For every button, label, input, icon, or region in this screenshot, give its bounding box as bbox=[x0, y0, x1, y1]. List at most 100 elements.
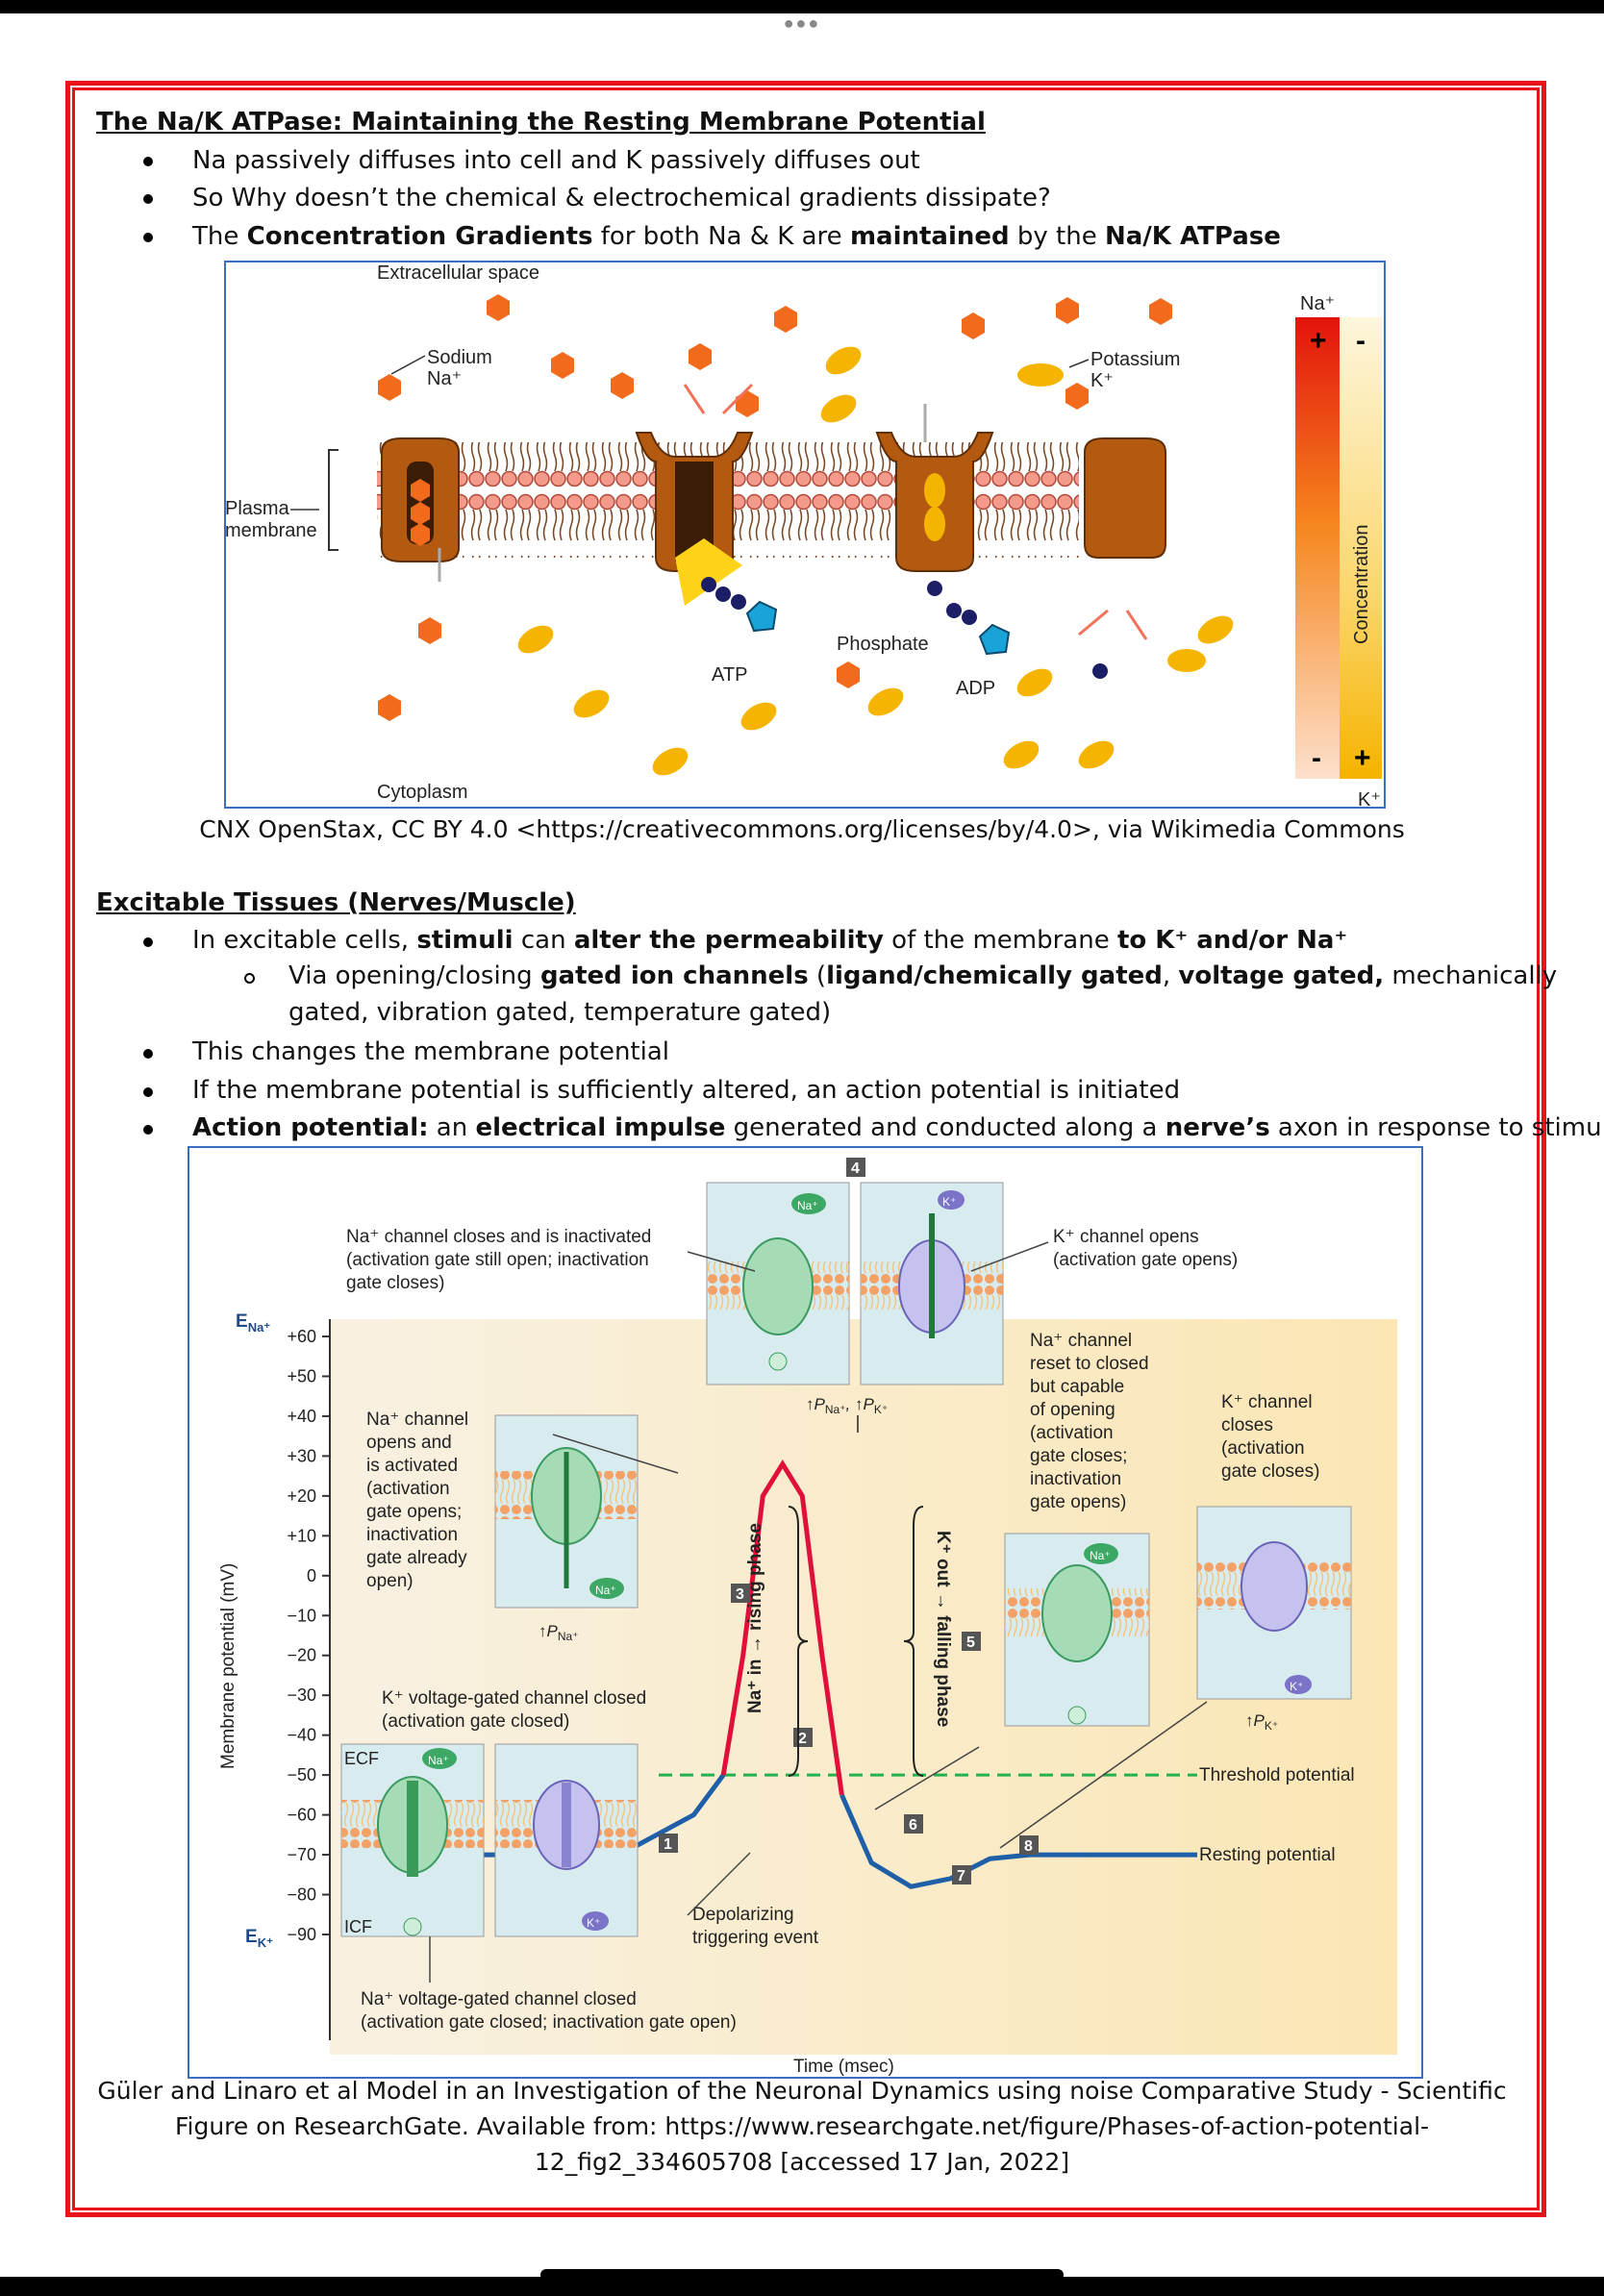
text-run: , bbox=[1162, 961, 1179, 990]
y-tick-label: +50 bbox=[287, 1366, 316, 1385]
text-run: Via opening/closing bbox=[288, 961, 540, 990]
text-run: Na/K ATPase bbox=[1105, 222, 1281, 251]
resting-label: Resting potential bbox=[1199, 1845, 1336, 1865]
section2-bullet-2: This changes the membrane potential bbox=[192, 1037, 669, 1066]
text-run: for both Na & K are bbox=[592, 222, 850, 251]
bullet-dot bbox=[143, 1087, 153, 1097]
y-tick-label: −50 bbox=[287, 1765, 316, 1784]
k-ion-badge: K⁺ bbox=[587, 1916, 600, 1930]
y-ticks: +60+50+40+30+20+100−10−20−30−40−50−60−70… bbox=[287, 1327, 330, 1944]
sodium-symbol: Na⁺ bbox=[427, 368, 462, 389]
ann-k-closed: K⁺ voltage-gated channel closed(activati… bbox=[382, 1688, 646, 1732]
step-4: 4 bbox=[851, 1160, 860, 1177]
home-indicator[interactable] bbox=[540, 2269, 1064, 2281]
atp-label: ATP bbox=[712, 664, 747, 686]
membrane-label: membrane bbox=[225, 520, 317, 541]
k-minus: - bbox=[1356, 325, 1366, 357]
window-dots-icon[interactable]: ●●● bbox=[783, 13, 821, 33]
section2-bullet-4: Action potential: an electrical impulse … bbox=[192, 1113, 1604, 1142]
panel-na-inactivated: Na⁺ bbox=[706, 1182, 850, 1385]
text-run: electrical impulse bbox=[475, 1113, 726, 1142]
na-ion-badge: Na⁺ bbox=[428, 1754, 449, 1767]
k-plus: + bbox=[1354, 742, 1371, 774]
section2-title: Excitable Tissues (Nerves/Muscle) bbox=[96, 888, 576, 917]
adp-label: ADP bbox=[956, 678, 995, 699]
concentration-label: Concentration bbox=[1351, 524, 1372, 644]
text-run: voltage gated, bbox=[1178, 961, 1385, 990]
k-ion-badge: K⁺ bbox=[1290, 1680, 1303, 1693]
na-concentration-bar bbox=[1295, 317, 1340, 779]
sodium-ions bbox=[378, 294, 1172, 721]
e-k-label: EK⁺ bbox=[245, 1927, 273, 1950]
sub-bullet-circle bbox=[244, 973, 255, 984]
k-ion-badge: K⁺ bbox=[942, 1195, 956, 1209]
ann-k-opens: K⁺ channel opens(activation gate opens) bbox=[1053, 1227, 1238, 1270]
extracellular-label: Extracellular space bbox=[377, 262, 539, 284]
y-tick-label: +30 bbox=[287, 1446, 316, 1465]
step-5: 5 bbox=[966, 1635, 975, 1651]
ap-curve-spike bbox=[720, 1459, 844, 1796]
y-tick-label: 0 bbox=[307, 1566, 316, 1585]
potassium-label: Potassium bbox=[1090, 349, 1180, 370]
pump-state-3 bbox=[875, 432, 994, 572]
cytoplasm-label: Cytoplasm bbox=[377, 782, 467, 803]
panel-resting-k: K⁺ bbox=[494, 1743, 639, 1937]
icf-label: ICF bbox=[344, 1917, 372, 1936]
falling-phase-label: K⁺ out → falling phase bbox=[933, 1531, 953, 1727]
text-run: Action potential: bbox=[192, 1113, 429, 1142]
text-run: mechanically bbox=[1384, 961, 1558, 990]
phosphate-label: Phosphate bbox=[837, 634, 929, 655]
annotations: Na⁺ channel closes and is inactivated(ac… bbox=[346, 1227, 1319, 2033]
text-run: maintained bbox=[849, 222, 1010, 251]
y-tick-label: +20 bbox=[287, 1486, 316, 1506]
plasma-label: Plasma bbox=[225, 498, 290, 519]
panel-k-opens: K⁺ bbox=[860, 1182, 1004, 1385]
text-run: So Why doesn’t the chemical & electroche… bbox=[192, 184, 1051, 212]
text-run: ligand/chemically gated bbox=[826, 961, 1163, 990]
section2-bullet-1: In excitable cells, stimuli can alter th… bbox=[192, 926, 1347, 955]
na-ion-badge: Na⁺ bbox=[595, 1584, 616, 1597]
rising-phase-label: Na⁺ in → rising phase bbox=[745, 1523, 765, 1713]
bar-top-label: Na⁺ bbox=[1300, 293, 1335, 314]
section1-bullet-2: So Why doesn’t the chemical & electroche… bbox=[192, 184, 1051, 212]
peak-permeability-label: ↑PNa⁺, ↑PK⁺ bbox=[806, 1395, 888, 1416]
figure2-caption-line-2: Figure on ResearchGate. Available from: … bbox=[174, 2112, 1430, 2140]
text-run: an bbox=[428, 1113, 476, 1142]
text-run: stimuli bbox=[416, 926, 514, 955]
section2-sub-bullet: Via opening/closing gated ion channels (… bbox=[288, 961, 1557, 990]
y-tick-label: +60 bbox=[287, 1327, 316, 1346]
step-3: 3 bbox=[736, 1586, 744, 1603]
action-potential-svg: +60+50+40+30+20+100−10−20−30−40−50−60−70… bbox=[188, 1146, 1423, 2079]
y-tick-label: −80 bbox=[287, 1885, 316, 1905]
red-border-frame bbox=[65, 81, 1546, 2217]
text-run: axon in response to stimuli bbox=[1269, 1113, 1604, 1142]
bullet-dot bbox=[143, 233, 153, 242]
y-tick-label: −70 bbox=[287, 1845, 316, 1864]
text-run: alter the permeability bbox=[573, 926, 884, 955]
text-run: nerve’s bbox=[1165, 1113, 1270, 1142]
text-run: ( bbox=[808, 961, 827, 990]
pump-state-2 bbox=[635, 432, 754, 572]
leader-lines bbox=[429, 1241, 1208, 1983]
y-axis-label: Membrane potential (mV) bbox=[218, 1563, 238, 1769]
text-run: In excitable cells, bbox=[192, 926, 417, 955]
text-run: can bbox=[513, 926, 574, 955]
energy-burst bbox=[675, 538, 742, 606]
na-k-atpase-svg: Plasma membrane Extracellular space Cyto… bbox=[224, 261, 1386, 810]
panel-na-activated: Na⁺ bbox=[494, 1414, 639, 1609]
step-8: 8 bbox=[1024, 1838, 1033, 1855]
bar-bottom-label: K⁺ bbox=[1358, 789, 1381, 810]
gray-arrows bbox=[438, 404, 927, 582]
rising-brace bbox=[788, 1506, 809, 1777]
potassium-symbol: K⁺ bbox=[1090, 370, 1114, 391]
text-run: Na passively diffuses into cell and K pa… bbox=[192, 146, 920, 175]
na-ion-badge: Na⁺ bbox=[1090, 1549, 1111, 1562]
pump-state-1 bbox=[381, 437, 460, 562]
text-run: of the membrane bbox=[883, 926, 1117, 955]
text-run: generated and conducted along a bbox=[725, 1113, 1165, 1142]
step-2: 2 bbox=[798, 1731, 807, 1747]
